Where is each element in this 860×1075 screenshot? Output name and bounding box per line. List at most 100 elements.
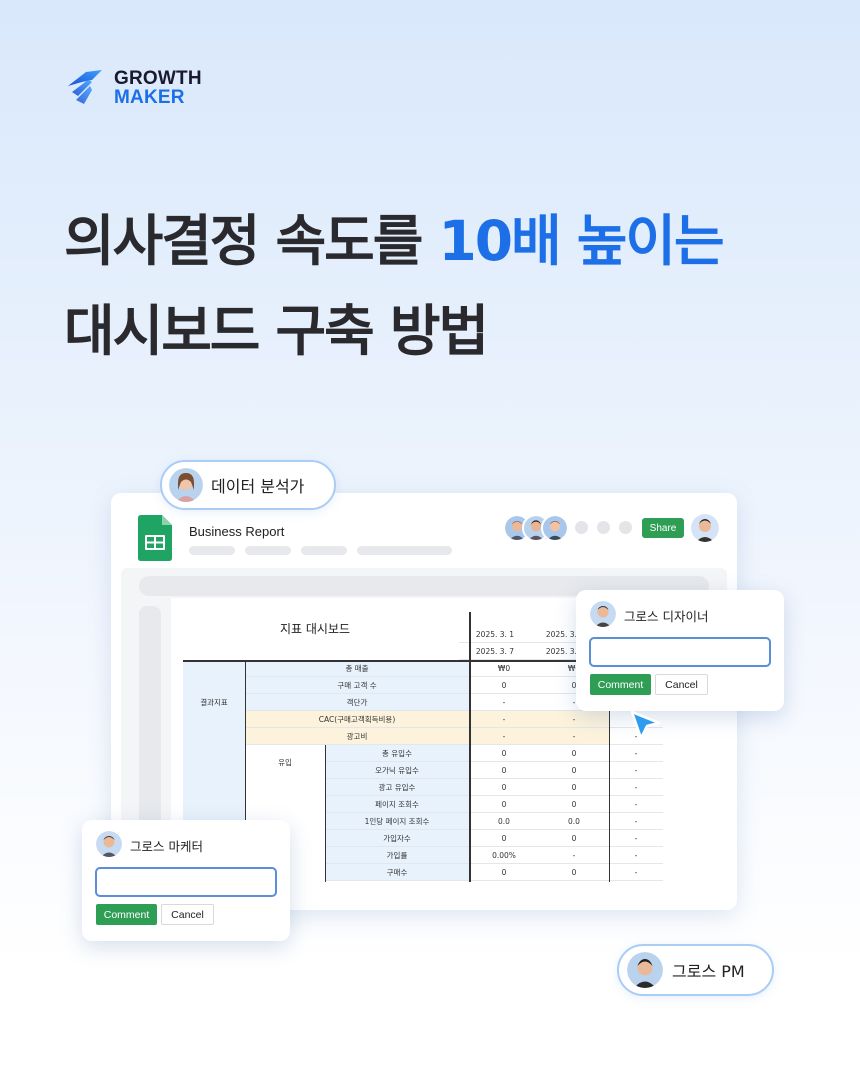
- brand-line1: GROWTH: [114, 68, 202, 89]
- headline-line2: 대시보드 구축 방법: [64, 299, 489, 363]
- table-divider: [609, 660, 610, 882]
- brand-line2: MAKER: [114, 87, 185, 108]
- metric-value-cell[interactable]: -: [609, 813, 663, 830]
- headline-line1: 의사결정 속도를 10배 높이는: [64, 196, 725, 286]
- marketer-comment-button[interactable]: Comment: [96, 904, 157, 925]
- metric-label-cell[interactable]: 구매수: [325, 864, 469, 881]
- share-button[interactable]: Share: [642, 518, 684, 538]
- brand-logo: GROWTH MAKER: [62, 66, 202, 110]
- metric-value-cell[interactable]: -: [609, 745, 663, 762]
- metric-value-cell[interactable]: 0: [469, 677, 539, 694]
- metric-label-cell[interactable]: CAC(구매고객획득비용): [245, 711, 469, 728]
- metric-value-cell[interactable]: 0: [469, 762, 539, 779]
- metric-label-cell[interactable]: 광고 유입수: [325, 779, 469, 796]
- designer-comment-button[interactable]: Comment: [590, 674, 651, 695]
- designer-comment-input[interactable]: [589, 637, 771, 667]
- metric-value-cell[interactable]: -: [539, 847, 609, 864]
- metric-value-cell[interactable]: 0: [539, 864, 609, 881]
- metric-value-cell[interactable]: -: [469, 728, 539, 745]
- date-end-1: 2025. 3. 7: [459, 643, 531, 660]
- date-start-2: 2025. 3. 1: [531, 626, 599, 643]
- metric-value-cell[interactable]: 0: [539, 779, 609, 796]
- metric-value-cell[interactable]: 0: [469, 864, 539, 881]
- metric-value-cell[interactable]: -: [539, 711, 609, 728]
- metric-value-cell[interactable]: -: [609, 762, 663, 779]
- group-result: 결과지표: [183, 660, 245, 745]
- table-divider: [469, 612, 471, 882]
- table-divider: [245, 660, 246, 882]
- comment-popup-marketer: 그로스 마케터 Comment Cancel: [82, 820, 290, 941]
- headline-highlight: 10배 높이는: [438, 209, 725, 273]
- pm-avatar: [627, 952, 663, 988]
- metric-value-cell[interactable]: -: [469, 694, 539, 711]
- metric-value-cell[interactable]: 0: [469, 779, 539, 796]
- comment-popup-designer: 그로스 디자이너 Comment Cancel: [576, 590, 784, 711]
- tag-pm: 그로스 PM: [617, 944, 774, 996]
- metric-value-cell[interactable]: 0: [539, 796, 609, 813]
- marketer-comment-input[interactable]: [95, 867, 277, 897]
- cursor-icon: [630, 710, 661, 740]
- designer-cancel-button[interactable]: Cancel: [655, 674, 708, 695]
- date-end-2: 2025. 3. 1: [531, 643, 599, 660]
- owner-avatar[interactable]: [691, 514, 719, 542]
- metric-value-cell[interactable]: 0: [539, 677, 609, 694]
- designer-name: 그로스 디자이너: [624, 609, 709, 624]
- avatar: [541, 514, 569, 542]
- metric-value-cell[interactable]: 0: [539, 745, 609, 762]
- date-header: 2025. 3. 1 2025. 3. 7 2025. 3. 1 2025. 3…: [459, 598, 729, 660]
- group-inflow: 유입: [278, 757, 292, 767]
- date-start-1: 2025. 3. 1: [459, 626, 531, 643]
- collaborator-avatars[interactable]: [503, 514, 569, 542]
- metric-value-cell[interactable]: -: [609, 830, 663, 847]
- designer-avatar: [590, 601, 616, 627]
- menu-placeholder: [301, 546, 347, 555]
- metric-value-cell[interactable]: ₩0: [469, 660, 539, 677]
- metric-label-cell[interactable]: 페이지 조회수: [325, 796, 469, 813]
- metric-value-cell[interactable]: -: [539, 728, 609, 745]
- marketer-cancel-button[interactable]: Cancel: [161, 904, 214, 925]
- row-header-strip: [139, 606, 161, 876]
- metric-value-cell[interactable]: -: [609, 796, 663, 813]
- marketer-avatar: [96, 831, 122, 857]
- metric-label-cell[interactable]: 구매 고객 수: [245, 677, 469, 694]
- marketer-name: 그로스 마케터: [130, 839, 203, 854]
- tag-pm-label: 그로스 PM: [672, 962, 745, 981]
- metric-value-cell[interactable]: -: [609, 847, 663, 864]
- headline-part1: 의사결정 속도를: [64, 209, 439, 273]
- metric-value-cell[interactable]: ₩0: [539, 660, 609, 677]
- menu-placeholder: [189, 546, 235, 555]
- sheets-icon: [138, 515, 172, 561]
- metric-value-cell[interactable]: [609, 711, 663, 728]
- metric-label-cell[interactable]: 오가닉 유입수: [325, 762, 469, 779]
- metric-value-cell[interactable]: 0: [539, 830, 609, 847]
- menu-placeholder: [245, 546, 291, 555]
- menu-placeholder: [357, 546, 452, 555]
- table-divider: [183, 660, 613, 662]
- spreadsheet-window: Business Report Share 지표 대시보드 2025. 3. 1…: [111, 493, 737, 910]
- formula-bar: [139, 576, 709, 596]
- metric-value-cell[interactable]: 0: [539, 762, 609, 779]
- metric-value-cell[interactable]: 0: [469, 745, 539, 762]
- metric-value-cell[interactable]: -: [609, 779, 663, 796]
- metric-value-cell[interactable]: 0: [469, 796, 539, 813]
- metric-value-cell[interactable]: 0.00%: [469, 847, 539, 864]
- metric-label-cell[interactable]: 객단가: [245, 694, 469, 711]
- metric-value-cell[interactable]: 0.0: [539, 813, 609, 830]
- metric-label-cell[interactable]: 광고비: [245, 728, 469, 745]
- table-divider: [325, 745, 326, 882]
- metric-value-cell[interactable]: -: [609, 864, 663, 881]
- analyst-avatar: [169, 468, 203, 502]
- metric-label-cell[interactable]: 총 매출: [245, 660, 469, 677]
- dashboard-title: 지표 대시보드: [279, 621, 351, 636]
- metric-value-cell[interactable]: -: [539, 694, 609, 711]
- metric-value-cell[interactable]: -: [469, 711, 539, 728]
- metric-value-cell[interactable]: 0.0: [469, 813, 539, 830]
- metric-label-cell[interactable]: 가입률: [325, 847, 469, 864]
- metric-label-cell[interactable]: 총 유입수: [325, 745, 469, 762]
- tag-analyst-label: 데이터 분석가: [211, 477, 305, 496]
- metric-value-cell[interactable]: 0: [469, 830, 539, 847]
- metric-label-cell[interactable]: 1인당 페이지 조회수: [325, 813, 469, 830]
- metric-label-cell[interactable]: 가입자수: [325, 830, 469, 847]
- document-title[interactable]: Business Report: [189, 524, 285, 539]
- metric-value-cell[interactable]: -: [609, 728, 663, 745]
